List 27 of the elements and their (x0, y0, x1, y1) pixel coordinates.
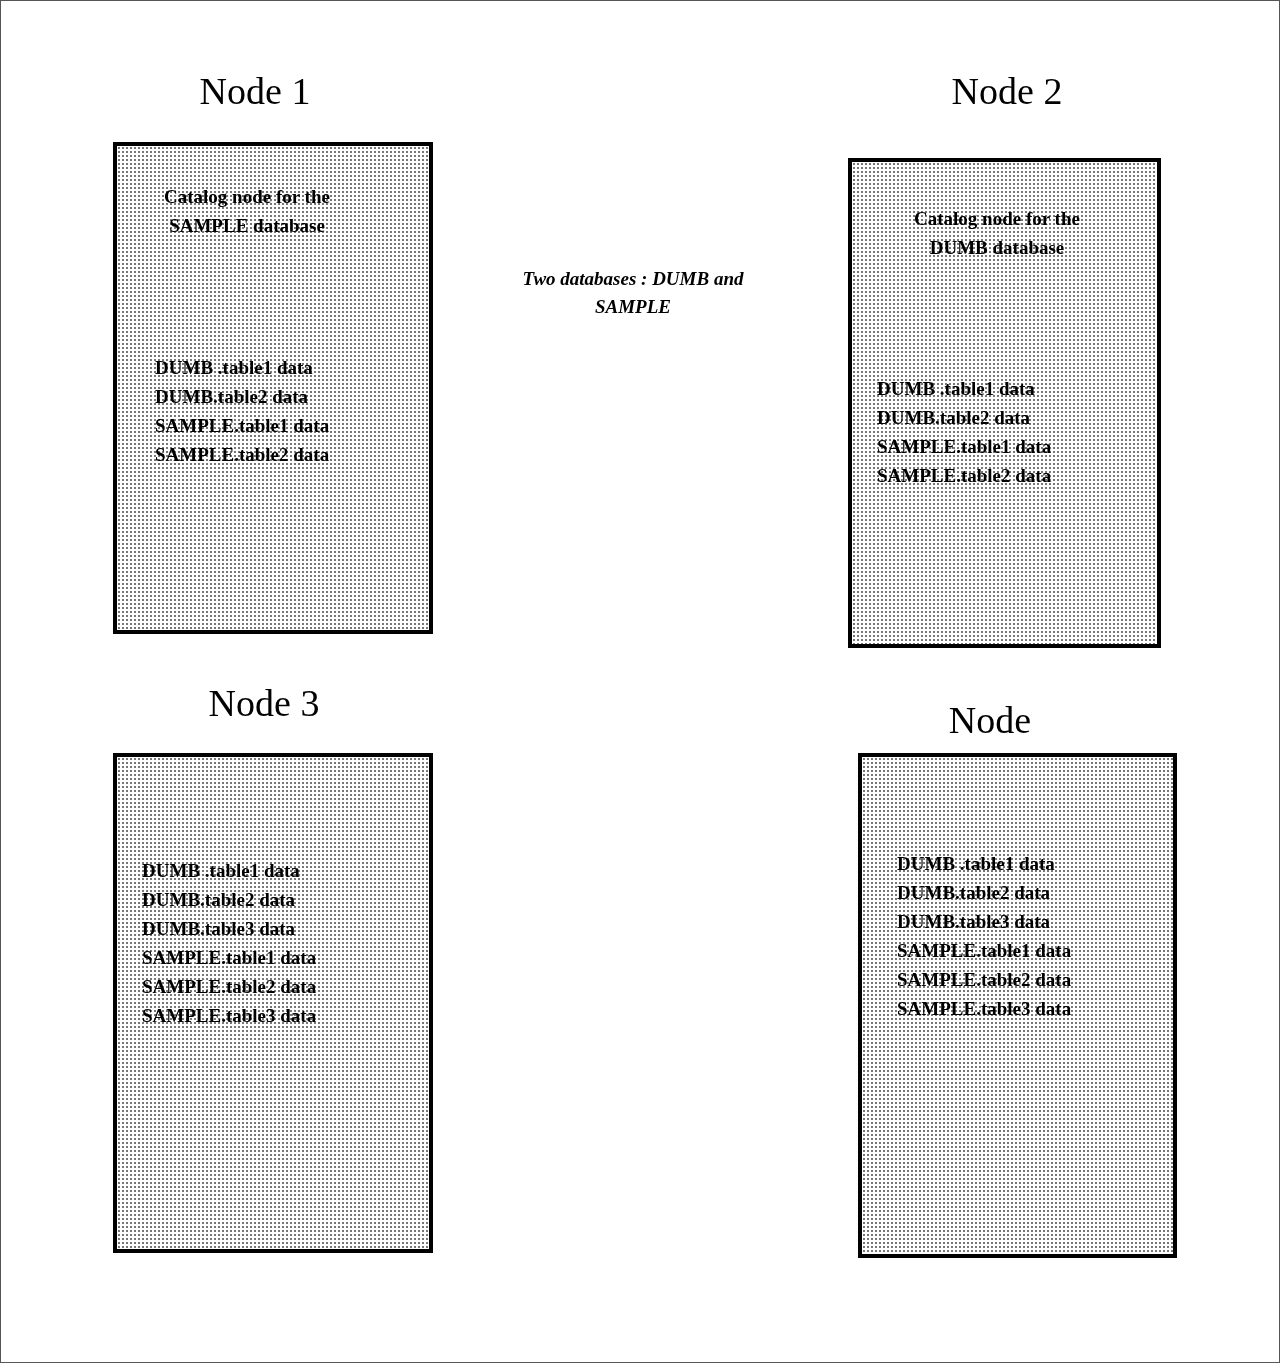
table-data-entry: DUMB .table1 data (155, 356, 313, 380)
note-text: Two databases : DUMB and SAMPLE (521, 267, 745, 319)
table-data-entry: SAMPLE.table2 data (155, 443, 330, 467)
table-data-entry: SAMPLE.table2 data (142, 975, 317, 999)
node-heading: Node 2 (951, 72, 1063, 110)
table-data-entry: SAMPLE.table1 data (142, 946, 317, 970)
table-data-entry: DUMB .table1 data (897, 852, 1055, 876)
catalog-text: Catalog node for the DUMB database (913, 207, 1081, 260)
node-heading: Node 1 (199, 72, 311, 110)
table-data-entry: DUMB .table1 data (877, 377, 1035, 401)
table-data-entry: DUMB.table2 data (142, 888, 296, 912)
node-heading: Node (948, 701, 1032, 739)
table-data-entry: SAMPLE.table1 data (897, 939, 1072, 963)
table-data-entry: DUMB.table3 data (897, 910, 1051, 934)
table-data-entry: SAMPLE.table3 data (897, 997, 1072, 1021)
catalog-text: Catalog node for the SAMPLE database (163, 185, 331, 238)
table-data-entry: SAMPLE.table2 data (877, 464, 1052, 488)
table-data-entry: DUMB.table2 data (897, 881, 1051, 905)
table-data-entry: DUMB.table3 data (142, 917, 296, 941)
table-data-entry: SAMPLE.table3 data (142, 1004, 317, 1028)
table-data-entry: DUMB .table1 data (142, 859, 300, 883)
table-data-entry: SAMPLE.table1 data (155, 414, 330, 438)
node-heading: Node 3 (208, 684, 320, 722)
table-data-entry: SAMPLE.table2 data (897, 968, 1072, 992)
table-data-entry: DUMB.table2 data (877, 406, 1031, 430)
table-data-entry: SAMPLE.table1 data (877, 435, 1052, 459)
table-data-entry: DUMB.table2 data (155, 385, 309, 409)
